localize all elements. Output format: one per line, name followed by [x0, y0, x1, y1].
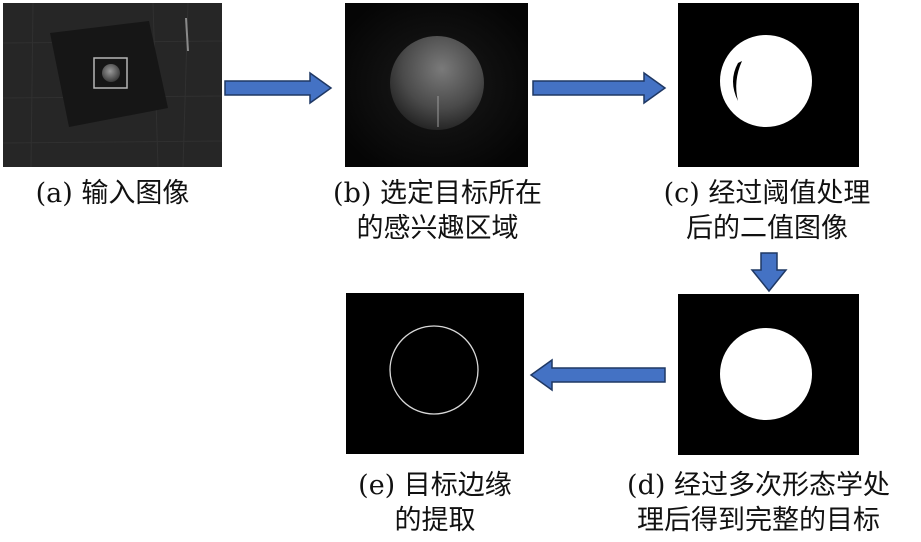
morphology-image-panel	[678, 294, 859, 455]
caption-c: (c) 经过阈值处理 后的二值图像	[632, 176, 902, 246]
caption-c-line1: (c) 经过阈值处理	[663, 178, 871, 209]
binary-image	[678, 3, 859, 167]
arrow-down-icon	[750, 252, 788, 293]
arrow-left-icon	[529, 358, 666, 392]
caption-b-line1: (b) 选定目标所在	[333, 178, 542, 209]
caption-a: (a) 输入图像	[0, 176, 225, 211]
roi-image-panel	[345, 3, 528, 167]
caption-c-line2: 后的二值图像	[686, 213, 848, 244]
caption-e-line1: (e) 目标边缘	[358, 470, 512, 501]
input-image-panel	[3, 3, 222, 167]
caption-e-line2: 的提取	[394, 505, 476, 536]
caption-d: (d) 经过多次形态学处 理后得到完整的目标	[596, 468, 921, 538]
edge-image-panel	[343, 290, 527, 457]
roi-image	[345, 3, 528, 167]
arrow-right-icon	[224, 71, 333, 105]
morphology-image	[678, 294, 859, 455]
edge-image	[343, 290, 527, 457]
input-image	[3, 3, 222, 167]
caption-b: (b) 选定目标所在 的感兴趣区域	[305, 176, 570, 246]
binary-image-panel	[678, 3, 859, 167]
caption-a-line1: (a) 输入图像	[35, 178, 190, 209]
caption-d-line2: 理后得到完整的目标	[637, 505, 880, 536]
arrow-right-icon	[532, 71, 667, 105]
caption-d-line1: (d) 经过多次形态学处	[627, 470, 890, 501]
caption-b-line2: 的感兴趣区域	[356, 213, 519, 244]
caption-e: (e) 目标边缘 的提取	[320, 468, 550, 538]
